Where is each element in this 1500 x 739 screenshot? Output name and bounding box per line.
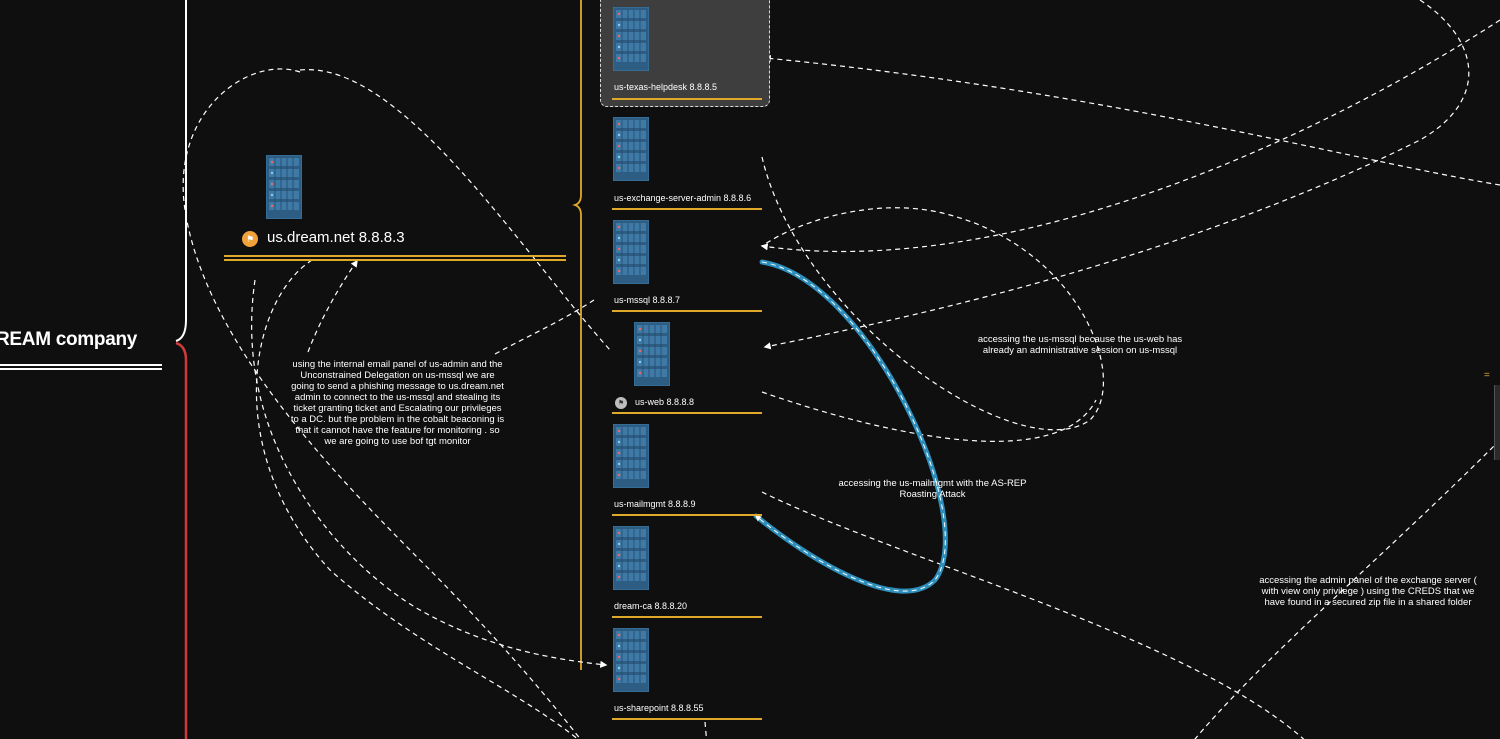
link-note-to-mssql bbox=[494, 299, 595, 355]
note-asrep[interactable]: accessing the us-mailmgmt with the AS-RE… bbox=[838, 478, 1027, 500]
dc-underline bbox=[224, 255, 566, 261]
link-exchange-loop bbox=[761, 156, 1104, 431]
host-label-mssql[interactable]: us-mssql 8.8.8.7 bbox=[614, 295, 681, 305]
company-underline bbox=[0, 364, 162, 370]
link-exchange-out bbox=[1194, 439, 1500, 739]
host-label-exchange[interactable]: us-exchange-server-admin 8.8.8.6 bbox=[614, 193, 752, 203]
link-web-loop bbox=[761, 391, 1097, 442]
web-server-icon[interactable] bbox=[634, 322, 670, 386]
host-underline-dream-ca bbox=[612, 616, 762, 618]
link-dc-to-web bbox=[299, 69, 611, 351]
helpdesk-server-icon[interactable] bbox=[613, 7, 649, 71]
host-underline-exchange bbox=[612, 208, 762, 210]
host-underline-mssql bbox=[612, 310, 762, 312]
link-to-web bbox=[763, 0, 1470, 350]
host-underline-mailmgmt bbox=[612, 514, 762, 516]
edge-scroll-tab[interactable] bbox=[1494, 385, 1500, 460]
mailmgmt-server-icon[interactable] bbox=[613, 424, 649, 488]
host-underline-helpdesk bbox=[612, 98, 762, 100]
link-to-mssql bbox=[760, 19, 1500, 253]
mssql-server-icon[interactable] bbox=[613, 220, 649, 284]
note-phishing[interactable]: using the internal email panel of us-adm… bbox=[290, 359, 505, 447]
dc-server-icon[interactable] bbox=[266, 155, 302, 219]
link-dc-loop-outer bbox=[182, 68, 582, 739]
hosts-bracket bbox=[572, 0, 582, 670]
link-to-helpdesk bbox=[763, 54, 1500, 186]
note-mssql-access[interactable]: accessing the us-mssql because the us-we… bbox=[977, 334, 1183, 356]
link-dc-loop-inner bbox=[255, 259, 579, 739]
link-dc-to-sharepoint bbox=[251, 279, 608, 668]
company-title: REAM company bbox=[0, 329, 138, 350]
sharepoint-server-icon[interactable] bbox=[613, 628, 649, 692]
dc-flag-icon: ⚑ bbox=[242, 231, 258, 247]
host-label-dream-ca[interactable]: dream-ca 8.8.8.20 bbox=[614, 601, 688, 611]
link-asrep-dashes bbox=[755, 261, 946, 592]
host-label-web[interactable]: us-web 8.8.8.8 bbox=[635, 397, 695, 407]
company-bracket-upper bbox=[175, 0, 187, 342]
link-mailmgmt-out bbox=[761, 491, 1305, 739]
link-sharepoint-down bbox=[704, 721, 708, 739]
edge-marker: = bbox=[1484, 370, 1490, 381]
link-asrep-highlight bbox=[753, 259, 948, 594]
company-bracket-lower bbox=[175, 341, 188, 739]
host-label-helpdesk[interactable]: us-texas-helpdesk 8.8.8.5 bbox=[614, 82, 718, 92]
host-label-sharepoint[interactable]: us-sharepoint 8.8.8.55 bbox=[614, 703, 704, 713]
dc-label[interactable]: us.dream.net 8.8.8.3 bbox=[267, 229, 405, 246]
web-flag-icon: ⚑ bbox=[615, 397, 627, 409]
host-underline-sharepoint bbox=[612, 718, 762, 720]
exchange-server-icon[interactable] bbox=[613, 117, 649, 181]
host-underline-web bbox=[612, 412, 762, 414]
link-note-to-dc bbox=[307, 259, 358, 353]
dream-ca-server-icon[interactable] bbox=[613, 526, 649, 590]
host-label-mailmgmt[interactable]: us-mailmgmt 8.8.8.9 bbox=[614, 499, 696, 509]
note-exchange-access[interactable]: accessing the admin panel of the exchang… bbox=[1259, 575, 1477, 608]
